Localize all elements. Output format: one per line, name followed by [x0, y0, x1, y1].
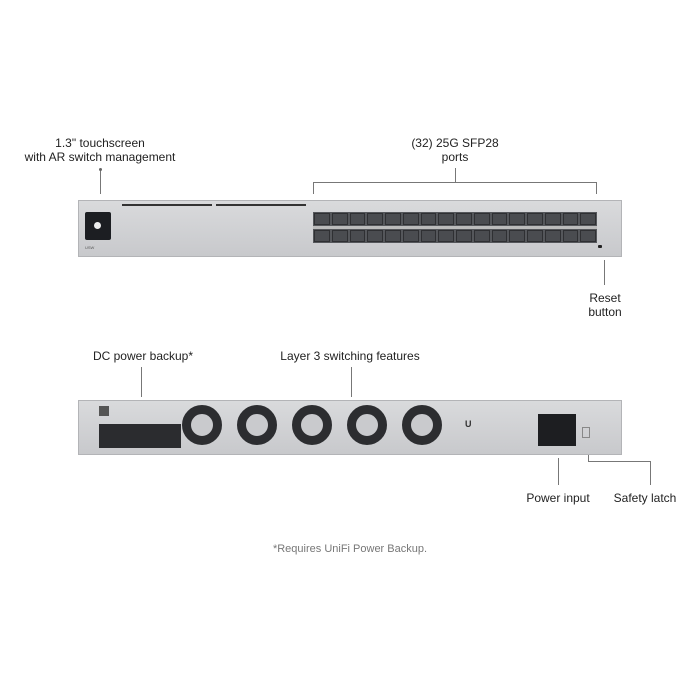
sfp-port-block — [313, 212, 597, 243]
callout-sfp-ports: (32) 25G SFP28 ports — [411, 136, 498, 164]
sfp-port[interactable] — [314, 230, 330, 242]
sfp-port[interactable] — [331, 213, 348, 225]
leader-line — [455, 168, 456, 182]
sfp-port[interactable] — [402, 230, 419, 242]
sfp-port[interactable] — [509, 213, 525, 225]
fan-icon — [292, 405, 332, 445]
sfp-port[interactable] — [438, 213, 454, 225]
callout-dc-power: DC power backup* — [92, 349, 194, 363]
front-panel: USW — [78, 200, 622, 257]
sfp-port[interactable] — [331, 230, 348, 242]
leader-line — [604, 260, 605, 285]
callout-line1: 1.3" touchscreen — [55, 136, 145, 150]
sfp-port[interactable] — [349, 213, 366, 225]
sfp-port[interactable] — [367, 230, 383, 242]
sfp-port[interactable] — [544, 230, 561, 242]
power-input-socket[interactable] — [538, 414, 576, 446]
bracket-line — [313, 182, 597, 183]
callout-safety-latch: Safety latch — [613, 491, 677, 505]
sfp-port[interactable] — [438, 230, 454, 242]
leader-line — [100, 170, 101, 194]
sfp-port[interactable] — [491, 230, 508, 242]
sfp-port[interactable] — [491, 213, 508, 225]
fan-icon — [402, 405, 442, 445]
ubiquiti-logo-icon: U — [465, 419, 472, 429]
leader-line — [650, 461, 651, 485]
callout-line1: (32) 25G SFP28 — [411, 136, 499, 150]
bracket-tick — [596, 182, 597, 194]
rear-panel: U — [78, 400, 622, 455]
callout-power-input: Power input — [526, 491, 590, 505]
leader-line — [588, 461, 650, 462]
leader-line — [351, 367, 352, 397]
sfp-port[interactable] — [544, 213, 561, 225]
sfp-port[interactable] — [314, 213, 330, 225]
sfp-port[interactable] — [473, 230, 490, 242]
safety-latch[interactable] — [582, 427, 590, 438]
port-led-strip — [313, 226, 597, 229]
sfp-port[interactable] — [420, 213, 437, 225]
sfp-port[interactable] — [456, 230, 472, 242]
reset-button[interactable] — [598, 245, 602, 248]
footnote: *Requires UniFi Power Backup. — [272, 543, 428, 555]
sfp-port[interactable] — [420, 230, 437, 242]
touchscreen[interactable] — [85, 212, 111, 240]
dc-power-connector — [99, 424, 181, 448]
callout-line2: button — [588, 305, 622, 319]
fan-icon — [182, 405, 222, 445]
sfp-port[interactable] — [385, 213, 401, 225]
sfp-port[interactable] — [562, 230, 579, 242]
sfp-port[interactable] — [367, 213, 383, 225]
callout-reset: Reset button — [588, 291, 621, 319]
leader-line — [558, 458, 559, 485]
sfp-port[interactable] — [580, 230, 596, 242]
leader-dot — [99, 168, 102, 171]
sfp-port[interactable] — [349, 230, 366, 242]
qr-code — [99, 406, 109, 416]
callout-touchscreen: 1.3" touchscreen with AR switch manageme… — [25, 136, 176, 164]
callout-line2: with AR switch management — [24, 150, 176, 164]
callout-line2: ports — [441, 150, 469, 164]
sfp-port[interactable] — [580, 213, 596, 225]
sfp-port[interactable] — [527, 213, 543, 225]
leader-line — [141, 367, 142, 397]
sfp-port[interactable] — [402, 213, 419, 225]
callout-line1: Reset — [589, 291, 621, 305]
sfp-port[interactable] — [527, 230, 543, 242]
sfp-port[interactable] — [385, 230, 401, 242]
sfp-port[interactable] — [509, 230, 525, 242]
led-bar — [122, 204, 212, 206]
sfp-port[interactable] — [473, 213, 490, 225]
fan-icon — [347, 405, 387, 445]
callout-layer3: Layer 3 switching features — [280, 349, 420, 363]
sfp-port[interactable] — [562, 213, 579, 225]
led-bar — [216, 204, 306, 206]
leader-line — [588, 455, 589, 462]
sfp-port[interactable] — [456, 213, 472, 225]
bracket-tick — [313, 182, 314, 194]
fan-icon — [237, 405, 277, 445]
